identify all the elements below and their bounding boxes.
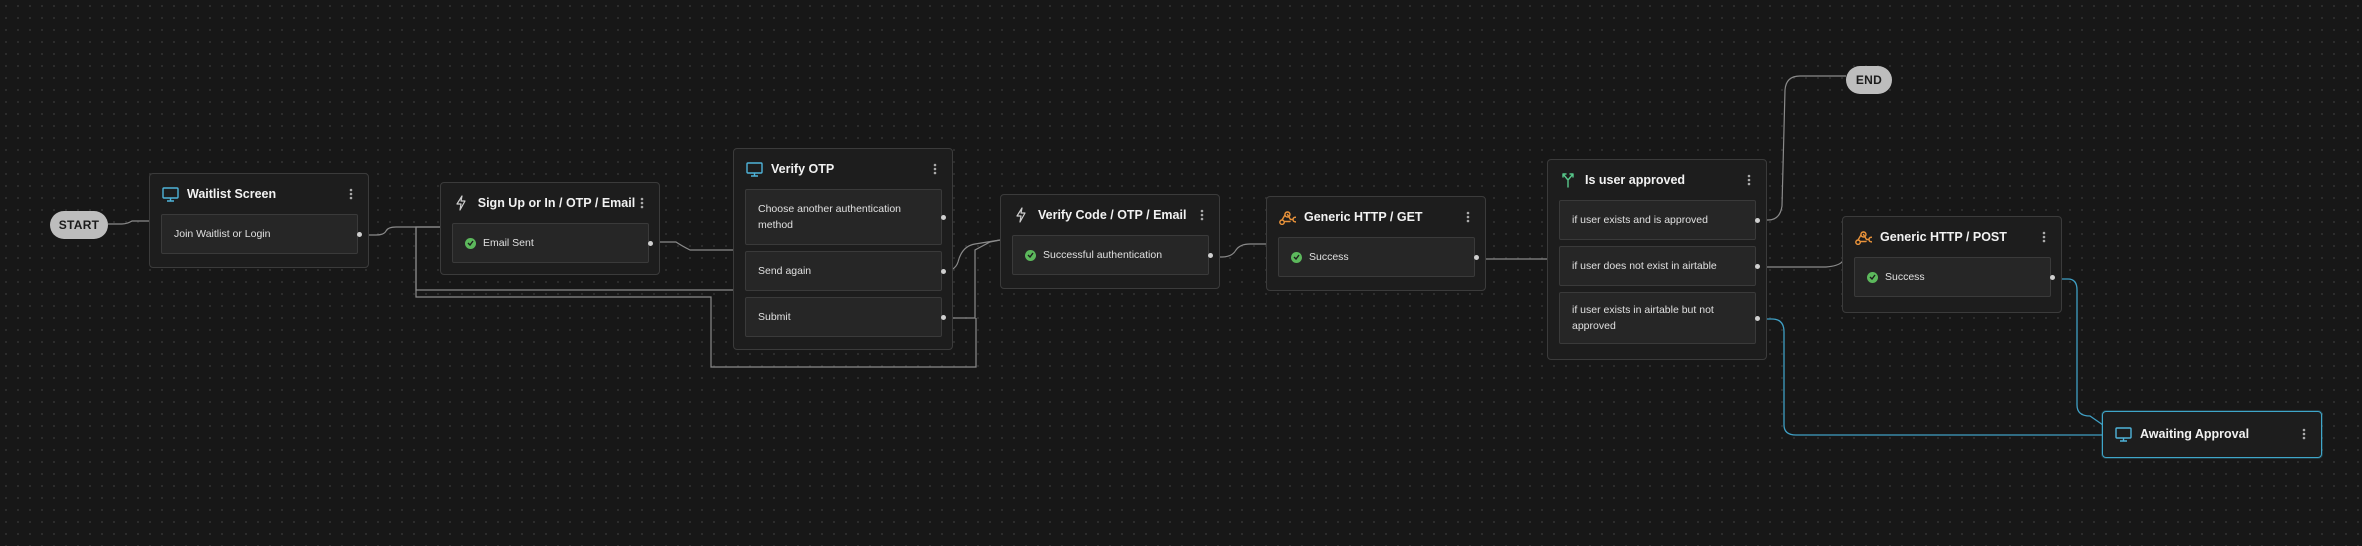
option-user-approved[interactable]: if user exists and is approved <box>1559 200 1760 240</box>
option-user-not-exist[interactable]: if user does not exist in airtable <box>1559 246 1760 286</box>
node-title: Verify OTP <box>771 162 835 176</box>
edge-notexist-httppost <box>1755 259 1844 268</box>
output-port[interactable] <box>648 240 653 246</box>
verify-code-node[interactable]: Verify Code / OTP / Email Successful aut… <box>1000 194 1220 289</box>
option-choose-another-method[interactable]: Choose another authentication method <box>745 189 946 245</box>
check-icon <box>1867 271 1878 283</box>
output-port[interactable] <box>1474 254 1479 260</box>
output-port[interactable] <box>1755 263 1760 269</box>
more-options-icon[interactable] <box>1742 171 1756 189</box>
option-send-again[interactable]: Send again <box>745 251 946 291</box>
more-options-icon[interactable] <box>1461 208 1475 226</box>
more-options-icon[interactable] <box>2297 425 2311 443</box>
node-title: Generic HTTP / GET <box>1304 210 1423 224</box>
branch-icon <box>1559 171 1577 189</box>
edge-start-waitlist <box>108 220 150 225</box>
output-port[interactable] <box>1208 252 1213 258</box>
option-join-waitlist[interactable]: Join Waitlist or Login <box>161 214 362 254</box>
node-title: Verify Code / OTP / Email <box>1038 208 1187 222</box>
is-user-approved-node[interactable]: Is user approved if user exists and is a… <box>1547 159 1767 360</box>
more-options-icon[interactable] <box>635 194 649 212</box>
check-icon <box>1291 251 1302 263</box>
option-email-sent[interactable]: Email Sent <box>452 223 653 263</box>
awaiting-approval-node[interactable]: Awaiting Approval <box>2102 411 2322 458</box>
http-get-node[interactable]: Generic HTTP / GET Success <box>1266 196 1486 291</box>
webhook-icon <box>1854 228 1872 246</box>
monitor-icon <box>745 160 763 178</box>
start-node[interactable]: START <box>50 211 108 239</box>
more-options-icon[interactable] <box>1195 206 1209 224</box>
http-post-node[interactable]: Generic HTTP / POST Success <box>1842 216 2062 313</box>
option-success[interactable]: Success <box>1854 257 2055 297</box>
more-options-icon[interactable] <box>2037 228 2051 246</box>
output-port[interactable] <box>941 214 946 220</box>
waitlist-screen-node[interactable]: Waitlist Screen Join Waitlist or Login <box>149 173 369 268</box>
more-options-icon[interactable] <box>928 160 942 178</box>
option-submit[interactable]: Submit <box>745 297 946 337</box>
webhook-icon <box>1278 208 1296 226</box>
edge-approved-end <box>1755 75 1846 221</box>
lightning-icon <box>452 194 470 212</box>
output-port[interactable] <box>357 231 362 237</box>
verify-otp-node[interactable]: Verify OTP Choose another authentication… <box>733 148 953 350</box>
option-success[interactable]: Success <box>1278 237 1479 277</box>
node-title: Sign Up or In / OTP / Email <box>477 196 636 210</box>
output-port[interactable] <box>941 314 946 320</box>
option-successful-authentication[interactable]: Successful authentication <box>1012 235 1213 275</box>
edge-signup-verifyotp <box>647 241 735 251</box>
node-title: Awaiting Approval <box>2140 427 2250 441</box>
monitor-icon <box>2114 425 2132 443</box>
output-port[interactable] <box>2050 274 2055 280</box>
check-icon <box>1025 249 1036 261</box>
check-icon <box>465 237 476 249</box>
more-options-icon[interactable] <box>344 185 358 203</box>
end-node[interactable]: END <box>1846 66 1892 94</box>
node-title: Is user approved <box>1585 173 1686 187</box>
output-port[interactable] <box>941 268 946 274</box>
node-title: Generic HTTP / POST <box>1880 230 2007 244</box>
output-port[interactable] <box>1755 315 1760 321</box>
edge-notapproved-awaiting <box>1755 318 2103 436</box>
node-title: Waitlist Screen <box>187 187 277 201</box>
monitor-icon <box>161 185 179 203</box>
option-user-not-approved[interactable]: if user exists in airtable but not appro… <box>1559 292 1760 344</box>
lightning-icon <box>1012 206 1030 224</box>
signup-node[interactable]: Sign Up or In / OTP / Email Email Sent <box>440 182 660 275</box>
output-port[interactable] <box>1755 217 1760 223</box>
